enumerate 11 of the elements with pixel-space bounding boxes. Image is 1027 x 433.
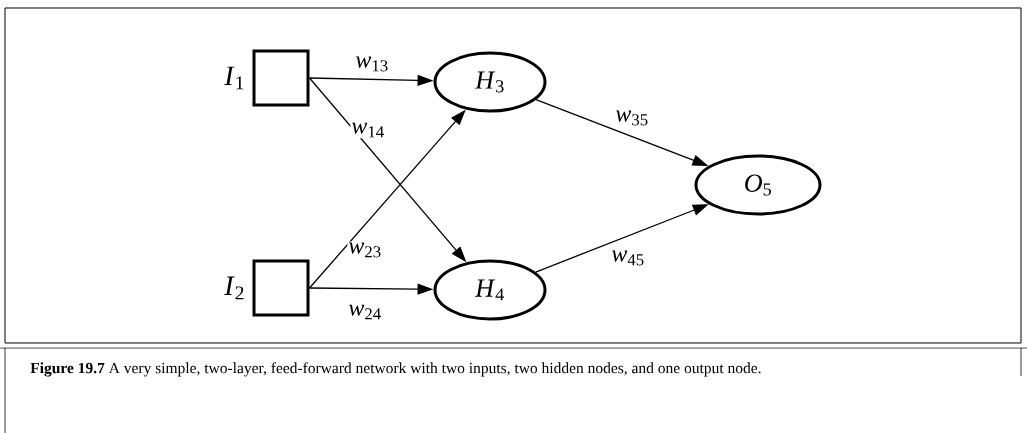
node-label: I$_{2}$ [224, 276, 244, 300]
edge-label: w$_{13}$ [354, 55, 390, 73]
input-square: I$_{1}$ [224, 49, 310, 107]
edge-label: w$_{24}$ [347, 303, 383, 321]
figure-caption: Figure 19.7 A very simple, two-layer, feed-forward network with two inputs, two hidden nodes, and one output node. [30, 362, 761, 377]
edge-label: w$_{45}$ [610, 249, 646, 267]
node-label: I$_{1}$ [224, 66, 244, 90]
edge-label: w$_{23}$ [347, 241, 383, 259]
input-square: I$_{2}$ [224, 259, 310, 317]
edge-label: w$_{35}$ [614, 109, 650, 127]
edge-label: w$_{14}$ [350, 121, 386, 139]
